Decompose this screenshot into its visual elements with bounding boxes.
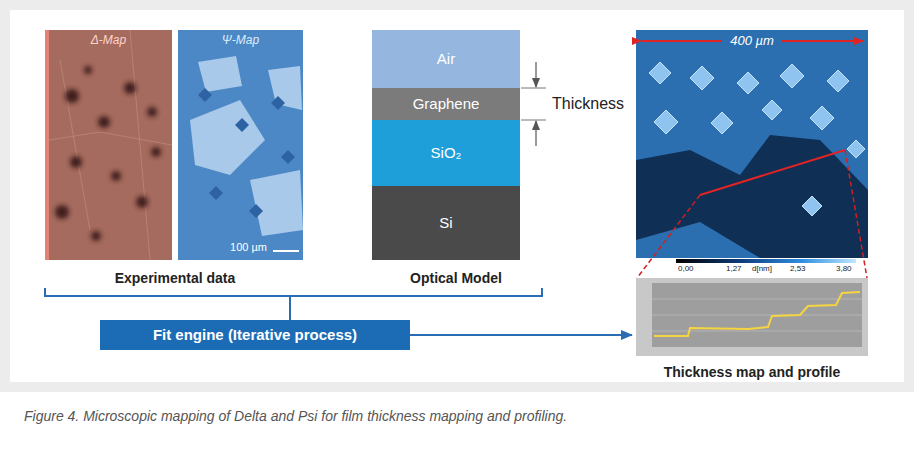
thickness-profile-chart xyxy=(652,283,862,347)
thickness-map-image xyxy=(711,112,733,134)
dimension-label: Thickness xyxy=(552,95,624,113)
thickness-marker xyxy=(535,121,536,146)
delta-map-image xyxy=(151,147,161,157)
thickness-marker xyxy=(521,88,546,89)
group-panel: Experimental data Δ-Map Ψ-Map 100 µm xyxy=(40,26,310,288)
psi-map-image xyxy=(198,88,212,102)
psi-map-image xyxy=(250,170,303,236)
psi-map-image xyxy=(198,56,242,92)
delta-map-panel: Δ-Map xyxy=(45,30,172,260)
delta-map-image xyxy=(49,30,172,260)
thickness-map-image xyxy=(636,30,868,258)
thickness-map-image xyxy=(649,62,671,84)
layer-band: Si xyxy=(372,186,520,260)
delta-map-image xyxy=(45,30,49,260)
map-title: Δ-Map xyxy=(91,34,126,48)
psi-map-image xyxy=(273,250,299,252)
psi-map-image xyxy=(209,186,223,200)
thickness-map-image xyxy=(636,30,868,278)
psi-map-image xyxy=(178,30,303,260)
thickness-marker xyxy=(521,120,546,121)
group-panel: Optical Model AirGrapheneSiO₂ Si xyxy=(366,26,546,288)
thickness-map-image xyxy=(690,66,714,90)
thickness-map-image xyxy=(845,150,867,278)
layer-name: Si xyxy=(439,214,452,231)
colorbar-tick: 1,27 xyxy=(726,264,742,273)
thickness-map-panel: 400 µm xyxy=(636,30,868,258)
group-panel: Thickness map and profile 400 µm xyxy=(632,26,872,382)
map-title: Ψ-Map xyxy=(222,34,259,48)
psi-map-image xyxy=(178,30,303,260)
psi-map-image xyxy=(198,88,295,218)
psi-map-image xyxy=(190,56,303,236)
thickness-marker xyxy=(535,62,536,87)
layer-name: SiO₂ xyxy=(431,144,462,161)
psi-map-image xyxy=(249,204,263,218)
delta-map-image xyxy=(98,116,110,128)
psi-map-image xyxy=(271,96,285,110)
thickness-profile-chart xyxy=(654,292,860,336)
group-caption: Thickness map and profile xyxy=(664,364,841,380)
delta-map-image xyxy=(84,66,92,74)
delta-map-image xyxy=(124,82,136,94)
thickness-map-image xyxy=(827,70,849,92)
thickness-map-image xyxy=(641,40,722,42)
delta-map-image xyxy=(70,156,82,168)
thickness-map-image xyxy=(737,72,759,94)
process-box: Fit engine (Iterative process) xyxy=(100,320,410,350)
delta-map-image xyxy=(136,196,148,208)
bracket-line xyxy=(45,288,290,320)
layer-band: Air xyxy=(372,30,520,88)
thickness-map-image xyxy=(700,150,845,195)
colorbar-tick: 2,53 xyxy=(790,264,806,273)
psi-map-image xyxy=(190,100,265,175)
thickness-map-image xyxy=(810,106,834,130)
group-caption: Experimental data xyxy=(115,270,236,286)
flow-arrow xyxy=(410,334,632,336)
thickness-marker xyxy=(521,62,546,146)
delta-map-image xyxy=(91,231,101,241)
thickness-profile-chart xyxy=(636,278,868,356)
layer-band: Graphene xyxy=(372,88,520,120)
thickness-map-image xyxy=(782,40,863,42)
psi-map-image xyxy=(268,66,302,110)
group-caption: Optical Model xyxy=(410,270,502,286)
thickness-map-image xyxy=(802,196,822,216)
thickness-profile-chart xyxy=(636,278,868,356)
psi-map-panel: Ψ-Map 100 µm xyxy=(178,30,303,260)
process-name: Fit engine (Iterative process) xyxy=(153,326,357,343)
thickness-map-image xyxy=(676,259,856,263)
delta-map-image xyxy=(45,30,172,260)
layer-name: Air xyxy=(437,50,455,67)
delta-map-image xyxy=(45,30,172,260)
delta-map-image xyxy=(147,107,157,117)
thickness-map-image xyxy=(636,135,868,258)
figure-frame xyxy=(5,5,909,387)
thickness-map-image xyxy=(762,100,782,120)
psi-map-image xyxy=(281,150,295,164)
delta-map-image xyxy=(55,66,161,241)
delta-map-image xyxy=(111,171,121,181)
figure-caption: Figure 4. Microscopic mapping of Delta a… xyxy=(24,408,567,424)
delta-map-image xyxy=(65,89,79,103)
scale-label: 400 µm xyxy=(730,34,774,49)
layer-name: Graphene xyxy=(413,95,480,112)
thickness-map-image xyxy=(780,64,804,88)
thickness-profile-chart xyxy=(652,299,862,331)
scale-label: 100 µm xyxy=(230,241,267,254)
thickness-map-image xyxy=(654,110,678,134)
colorbar-tick: 0,00 xyxy=(678,264,694,273)
layer-band: SiO₂ xyxy=(372,120,520,186)
colorbar-unit: d[nm] xyxy=(752,264,772,273)
colorbar-tick: 3,80 xyxy=(836,264,852,273)
bracket-line xyxy=(290,288,542,320)
thickness-map-image xyxy=(637,195,700,278)
thickness-map-image xyxy=(649,62,865,216)
delta-map-image xyxy=(55,205,69,219)
psi-map-image xyxy=(235,118,249,132)
thickness-map-image xyxy=(847,140,865,158)
